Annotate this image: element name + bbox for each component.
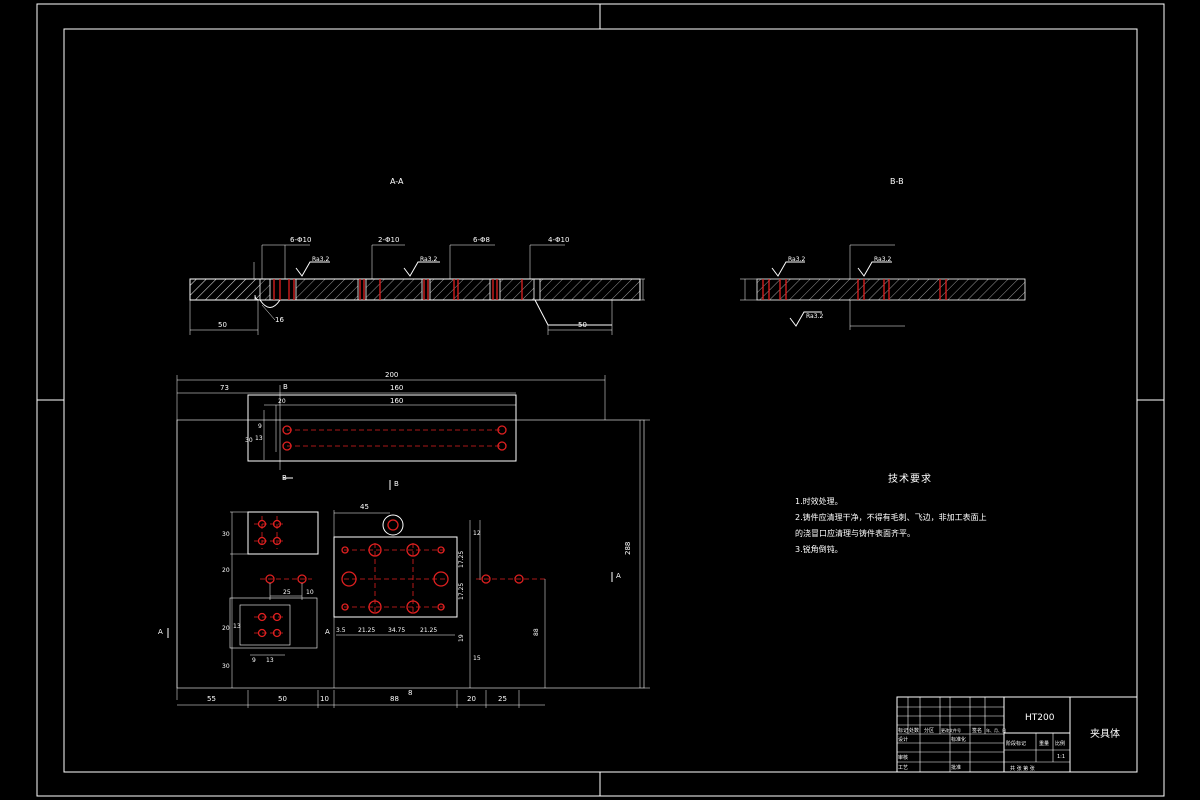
holes-6-phi8-label: 6-Φ8 <box>473 236 490 244</box>
tb-date: 年、月、日 <box>986 727 1006 733</box>
dim-10-left: 10 <box>306 589 314 596</box>
roughness-b3: Ra3.2 <box>806 313 823 320</box>
tb-change-no: 更改文件号 <box>941 727 961 733</box>
dim-overall-200: 200 <box>385 371 398 379</box>
dim-25-bottom: 25 <box>498 695 507 703</box>
dim-21-25-b: 21.25 <box>420 627 437 634</box>
tech-req-item-4: 3.锐角倒钝。 <box>795 545 843 554</box>
title-block: 标记 处数 分区 更改文件号 签名 年、月、日 设计 标准化 审核 工艺 批准 … <box>896 696 1138 773</box>
marker-a-left: A <box>158 628 163 636</box>
marker-b-top: B <box>283 383 288 391</box>
tb-weight: 重量 <box>1039 740 1049 747</box>
marker-a-mid: A <box>325 628 330 636</box>
dim-73: 73 <box>220 384 229 392</box>
section-b-label: B-B <box>890 177 904 186</box>
technical-requirements: 技术要求 1.时效处理。 2.铸件应清理干净，不得有毛刺、飞边，非加工表面上 的… <box>795 472 1025 558</box>
dim-30-strip: 30 <box>245 437 253 444</box>
sec-dim-50-right: 50 <box>578 321 587 329</box>
dim-34-75: 34.75 <box>388 627 405 634</box>
holes-6-phi10-label: 6-Φ10 <box>290 236 311 244</box>
tb-sign: 签名 <box>972 727 982 734</box>
dim-3-5: 3.5 <box>336 627 346 634</box>
roughness-b2: Ra3.2 <box>874 256 891 263</box>
dim-13-strip: 13 <box>255 435 263 442</box>
sec-dim-16: 16 <box>275 316 284 324</box>
dim-height-288: 288 <box>624 542 632 555</box>
dim-9-strip: 9 <box>258 423 262 430</box>
plan-view-top-strip: 200 73 160 B 160 20 30 9 13 B <box>176 371 606 700</box>
roughness-a2: Ra3.2 <box>420 256 437 263</box>
dim-17-25-b: 17.25 <box>458 583 465 600</box>
dim-19: 19 <box>458 634 465 642</box>
dim-17-25-a: 17.25 <box>458 551 465 568</box>
dim-160-a: 160 <box>390 384 403 392</box>
tech-req-title: 技术要求 <box>888 474 932 485</box>
tb-count: 处数 <box>909 727 919 734</box>
tech-req-item-2: 2.铸件应清理干净，不得有毛刺、飞边，非加工表面上 <box>795 513 987 522</box>
marker-b-center: B <box>394 480 399 488</box>
dim-15: 15 <box>473 655 481 662</box>
tb-design: 设计 <box>898 736 908 743</box>
tb-stage-mark: 阶段标记 <box>1006 740 1026 747</box>
tech-req-item-3: 的浇冒口应清理与铸件表面齐平。 <box>795 529 915 538</box>
holes-4-phi10-label: 4-Φ10 <box>548 236 569 244</box>
tb-review: 审核 <box>898 754 908 761</box>
tb-zone: 分区 <box>924 727 934 734</box>
dim-20-lower: 20 <box>222 625 230 632</box>
dim-13-bottom: 13 <box>266 657 274 664</box>
dim-25-left: 25 <box>283 589 291 596</box>
dim-45: 45 <box>360 503 369 511</box>
dim-21-25-a: 21.25 <box>358 627 375 634</box>
marker-a-right: A <box>616 572 621 580</box>
roughness-b1: Ra3.2 <box>788 256 805 263</box>
dim-height-88: 88 <box>533 628 540 636</box>
dim-20-strip: 20 <box>278 398 286 405</box>
dim-9-lower: 9 <box>252 657 256 664</box>
dim-12: 12 <box>473 530 481 537</box>
tb-mark: 标记 <box>898 727 908 734</box>
tech-req-item-1: 1.时效处理。 <box>795 497 843 506</box>
roughness-a1: Ra3.2 <box>312 256 329 263</box>
tb-approve: 批准 <box>951 764 961 771</box>
dim-55: 55 <box>207 695 216 703</box>
dim-20-mid: 20 <box>222 567 230 574</box>
section-a-a-view: A-A 6-Φ10 2-Φ10 6- <box>189 177 645 335</box>
tb-ratio: 比例 <box>1055 740 1065 747</box>
tb-process: 工艺 <box>898 765 908 771</box>
sec-dim-50-left: 50 <box>218 321 227 329</box>
dim-160-b: 160 <box>390 397 403 405</box>
tb-material: HT200 <box>1025 713 1055 723</box>
dim-13-lower: 13 <box>233 623 241 630</box>
sheet-border <box>36 3 1165 797</box>
plan-view-main: 288 A A A 30 20 25 10 <box>158 419 650 708</box>
holes-2-phi10-label: 2-Φ10 <box>378 236 399 244</box>
tb-scale: 1:1 <box>1057 754 1065 760</box>
dim-10-bottom: 10 <box>320 695 329 703</box>
section-b-b-view: B-B Ra3.2 Ra3.2 Ra3.2 <box>740 177 1026 330</box>
tb-standardize: 标准化 <box>951 736 966 743</box>
section-a-label: A-A <box>390 177 404 186</box>
dim-20-bottom: 20 <box>467 695 476 703</box>
dim-50-bottom: 50 <box>278 695 287 703</box>
dim-30-bottom: 30 <box>222 663 230 670</box>
tb-part-name: 夹具体 <box>1090 727 1120 740</box>
dim-8-bottom: 8 <box>408 689 412 697</box>
dim-30-block: 30 <box>222 531 230 538</box>
tb-sheets: 共 张 第 张 <box>1010 765 1035 772</box>
dim-90: 88 <box>390 695 399 703</box>
